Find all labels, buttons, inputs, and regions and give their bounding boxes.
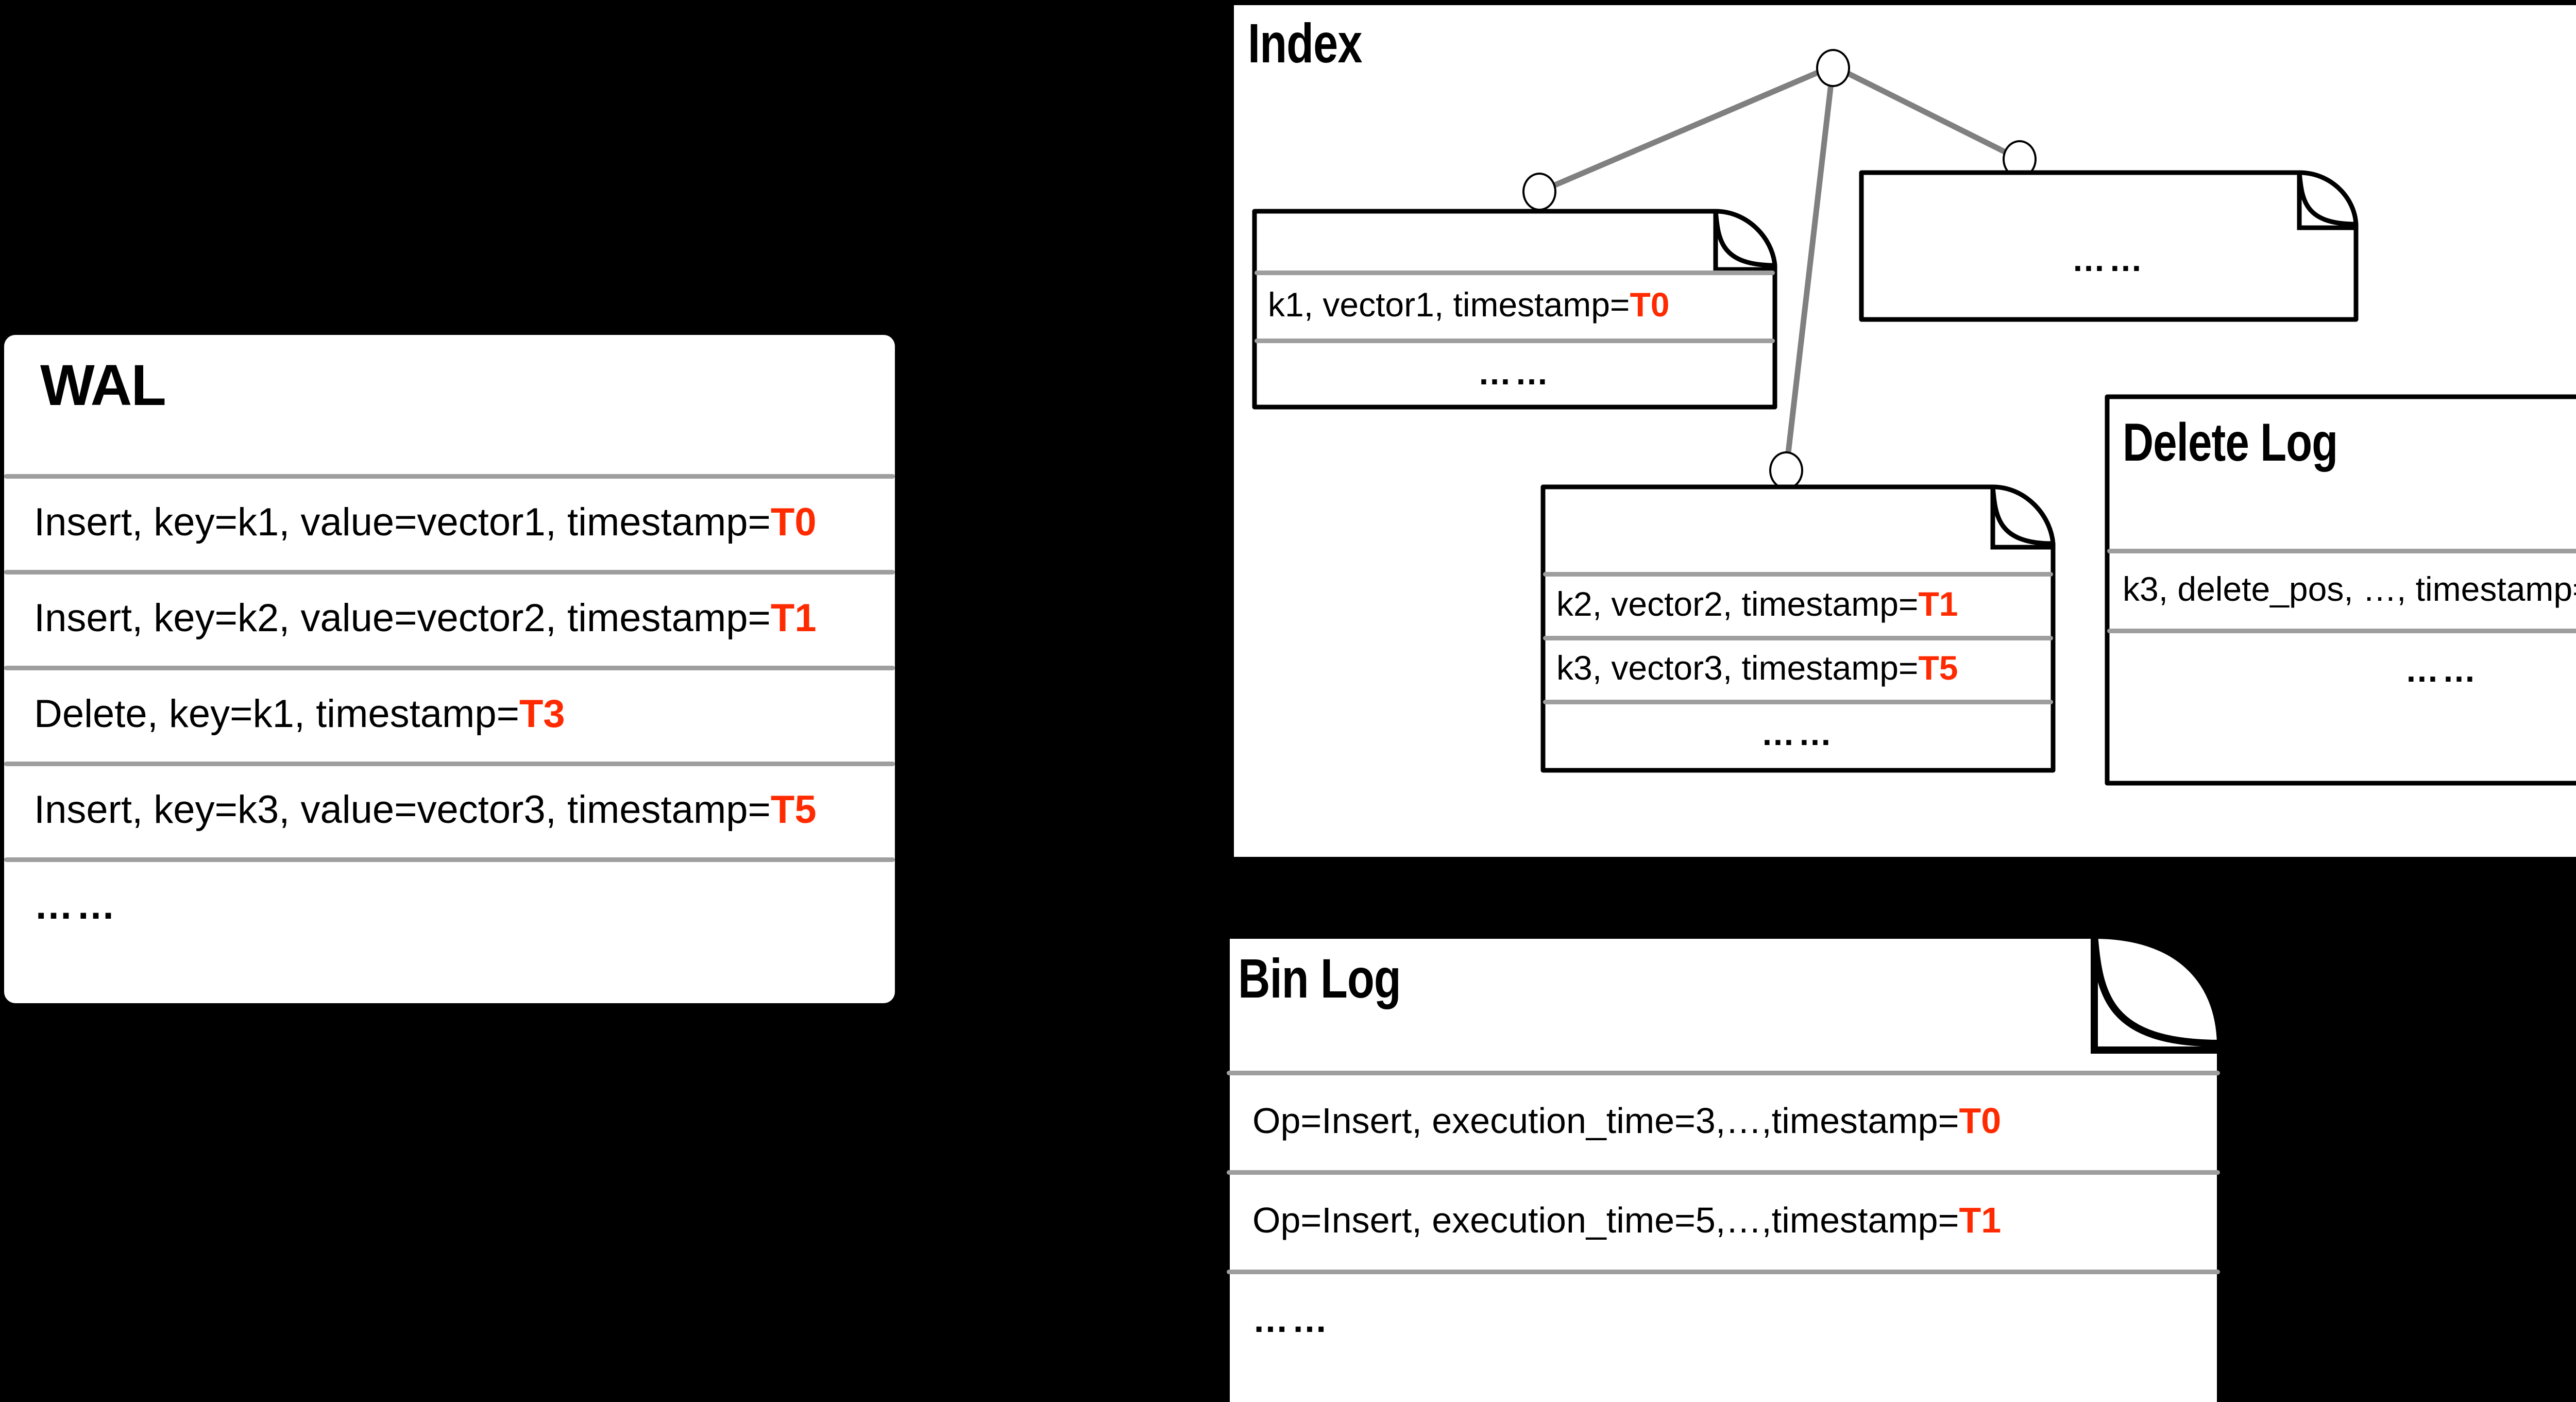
row-divider [1227, 1071, 2220, 1075]
wal-row-text: Insert, key=k2, value=vector2, timestamp… [34, 596, 771, 640]
leaf-row: k3, vector3, timestamp=T5 [1543, 636, 2053, 700]
leaf-document-k2: k2, vector2, timestamp=T1 k3, vector3, t… [1540, 484, 2056, 773]
edge-root-left [1536, 63, 1836, 195]
delete-log-document: Delete Log k3, delete_pos, …, timestamp=… [2105, 394, 2576, 786]
index-panel: Index k1, vecto [1234, 5, 2576, 857]
left-child-node [1522, 173, 1556, 211]
leaf-document-k1: k1, vector1, timestamp=T0 …… [1252, 209, 1777, 410]
bin-log-title: Bin Log [1238, 947, 1401, 1009]
bin-log-row: Op=Insert, execution_time=3,…,timestamp=… [1227, 1071, 2220, 1170]
leaf-row-text: k1, vector1, timestamp= [1268, 285, 1630, 324]
document-outline [1859, 170, 2359, 322]
middle-child-node [1769, 451, 1803, 489]
leaf-row: k2, vector2, timestamp=T1 [1543, 572, 2053, 636]
row-divider [4, 666, 895, 670]
edge-root-right [1830, 63, 2023, 162]
row-divider [4, 570, 895, 575]
bin-log-document: Bin Log Op=Insert, execution_time=3,…,ti… [1223, 932, 2224, 1402]
ellipsis-text: …… [1761, 714, 1835, 752]
timestamp-value: T1 [770, 596, 817, 640]
leaf-row-ellipsis: …… [1543, 700, 2053, 767]
row-divider [1227, 1270, 2220, 1274]
timestamp-value: T5 [770, 787, 817, 832]
timestamp-value: T1 [1959, 1200, 2002, 1240]
wal-row: Delete, key=k1, timestamp=T3 [4, 666, 895, 762]
ellipsis-text: …… [34, 883, 118, 927]
wal-row-text: Insert, key=k3, value=vector3, timestamp… [34, 787, 771, 832]
ellipsis-text: …… [1478, 353, 1552, 392]
wal-panel: WAL Insert, key=k1, value=vector1, times… [4, 335, 895, 1003]
row-divider [4, 857, 895, 862]
timestamp-value: T5 [1918, 649, 1958, 687]
leaf-k2-rows: k2, vector2, timestamp=T1 k3, vector3, t… [1543, 572, 2053, 767]
timestamp-value: T1 [1918, 585, 1958, 623]
edge-root-middle [1783, 63, 1836, 474]
leaf-row-text: k2, vector2, timestamp= [1556, 585, 1919, 623]
bin-log-row-text: Op=Insert, execution_time=5,…,timestamp= [1252, 1200, 1959, 1240]
index-tree-edges [1536, 63, 2023, 474]
row-divider [1255, 271, 1775, 275]
row-divider [1543, 700, 2053, 704]
row-divider [2107, 629, 2576, 633]
leaf-row: k1, vector1, timestamp=T0 [1255, 271, 1775, 339]
delete-log-rows: k3, delete_pos, …, timestamp=T3 …… [2107, 549, 2576, 711]
wal-row: Insert, key=k3, value=vector3, timestamp… [4, 762, 895, 857]
document-outline [1252, 209, 1777, 410]
leaf-row-text: k3, vector3, timestamp= [1556, 649, 1919, 687]
row-divider [4, 762, 895, 766]
wal-row-text: Delete, key=k1, timestamp= [34, 691, 519, 736]
delete-log-row: k3, delete_pos, …, timestamp=T3 [2107, 549, 2576, 629]
wal-row-ellipsis: …… [4, 857, 895, 953]
leaf-k1-rows: k1, vector1, timestamp=T0 …… [1255, 271, 1775, 407]
bin-log-rows: Op=Insert, execution_time=3,…,timestamp=… [1227, 1071, 2220, 1369]
root-node [1816, 49, 1850, 87]
wal-title: WAL [40, 353, 166, 417]
wal-row-text: Insert, key=k1, value=vector1, timestamp… [34, 500, 771, 544]
wal-row: Insert, key=k2, value=vector2, timestamp… [4, 570, 895, 666]
document-outline [2105, 394, 2576, 786]
row-divider [1543, 572, 2053, 577]
timestamp-value: T0 [1630, 285, 1670, 324]
bin-log-row: Op=Insert, execution_time=5,…,timestamp=… [1227, 1170, 2220, 1270]
leaf-row-ellipsis: …… [1255, 339, 1775, 407]
timestamp-value: T0 [1959, 1100, 2002, 1141]
ellipsis-text: …… [2405, 651, 2479, 689]
row-divider [1227, 1170, 2220, 1175]
ellipsis-text: …… [1252, 1299, 1331, 1340]
timestamp-value: T3 [519, 691, 565, 736]
leaf-document-ellipsis: …… [1859, 170, 2359, 322]
row-divider [4, 474, 895, 479]
bin-log-row-ellipsis: …… [1227, 1270, 2220, 1369]
row-divider [1255, 339, 1775, 343]
index-title: Index [1248, 12, 1362, 74]
wal-row: Insert, key=k1, value=vector1, timestamp… [4, 474, 895, 570]
delete-log-row-text: k3, delete_pos, …, timestamp= [2123, 569, 2576, 608]
document-outline [1540, 484, 2056, 773]
ellipsis-text: …… [2072, 240, 2146, 278]
wal-rows: Insert, key=k1, value=vector1, timestamp… [4, 474, 895, 953]
delete-log-title: Delete Log [2123, 413, 2338, 472]
document-outline [1223, 932, 2224, 1402]
row-divider [1543, 636, 2053, 640]
row-divider [2107, 549, 2576, 553]
timestamp-value: T0 [770, 500, 817, 544]
delete-log-row-ellipsis: …… [2107, 629, 2576, 711]
leaf-ellipsis-row: …… [1859, 236, 2359, 282]
bin-log-row-text: Op=Insert, execution_time=3,…,timestamp= [1252, 1100, 1959, 1141]
